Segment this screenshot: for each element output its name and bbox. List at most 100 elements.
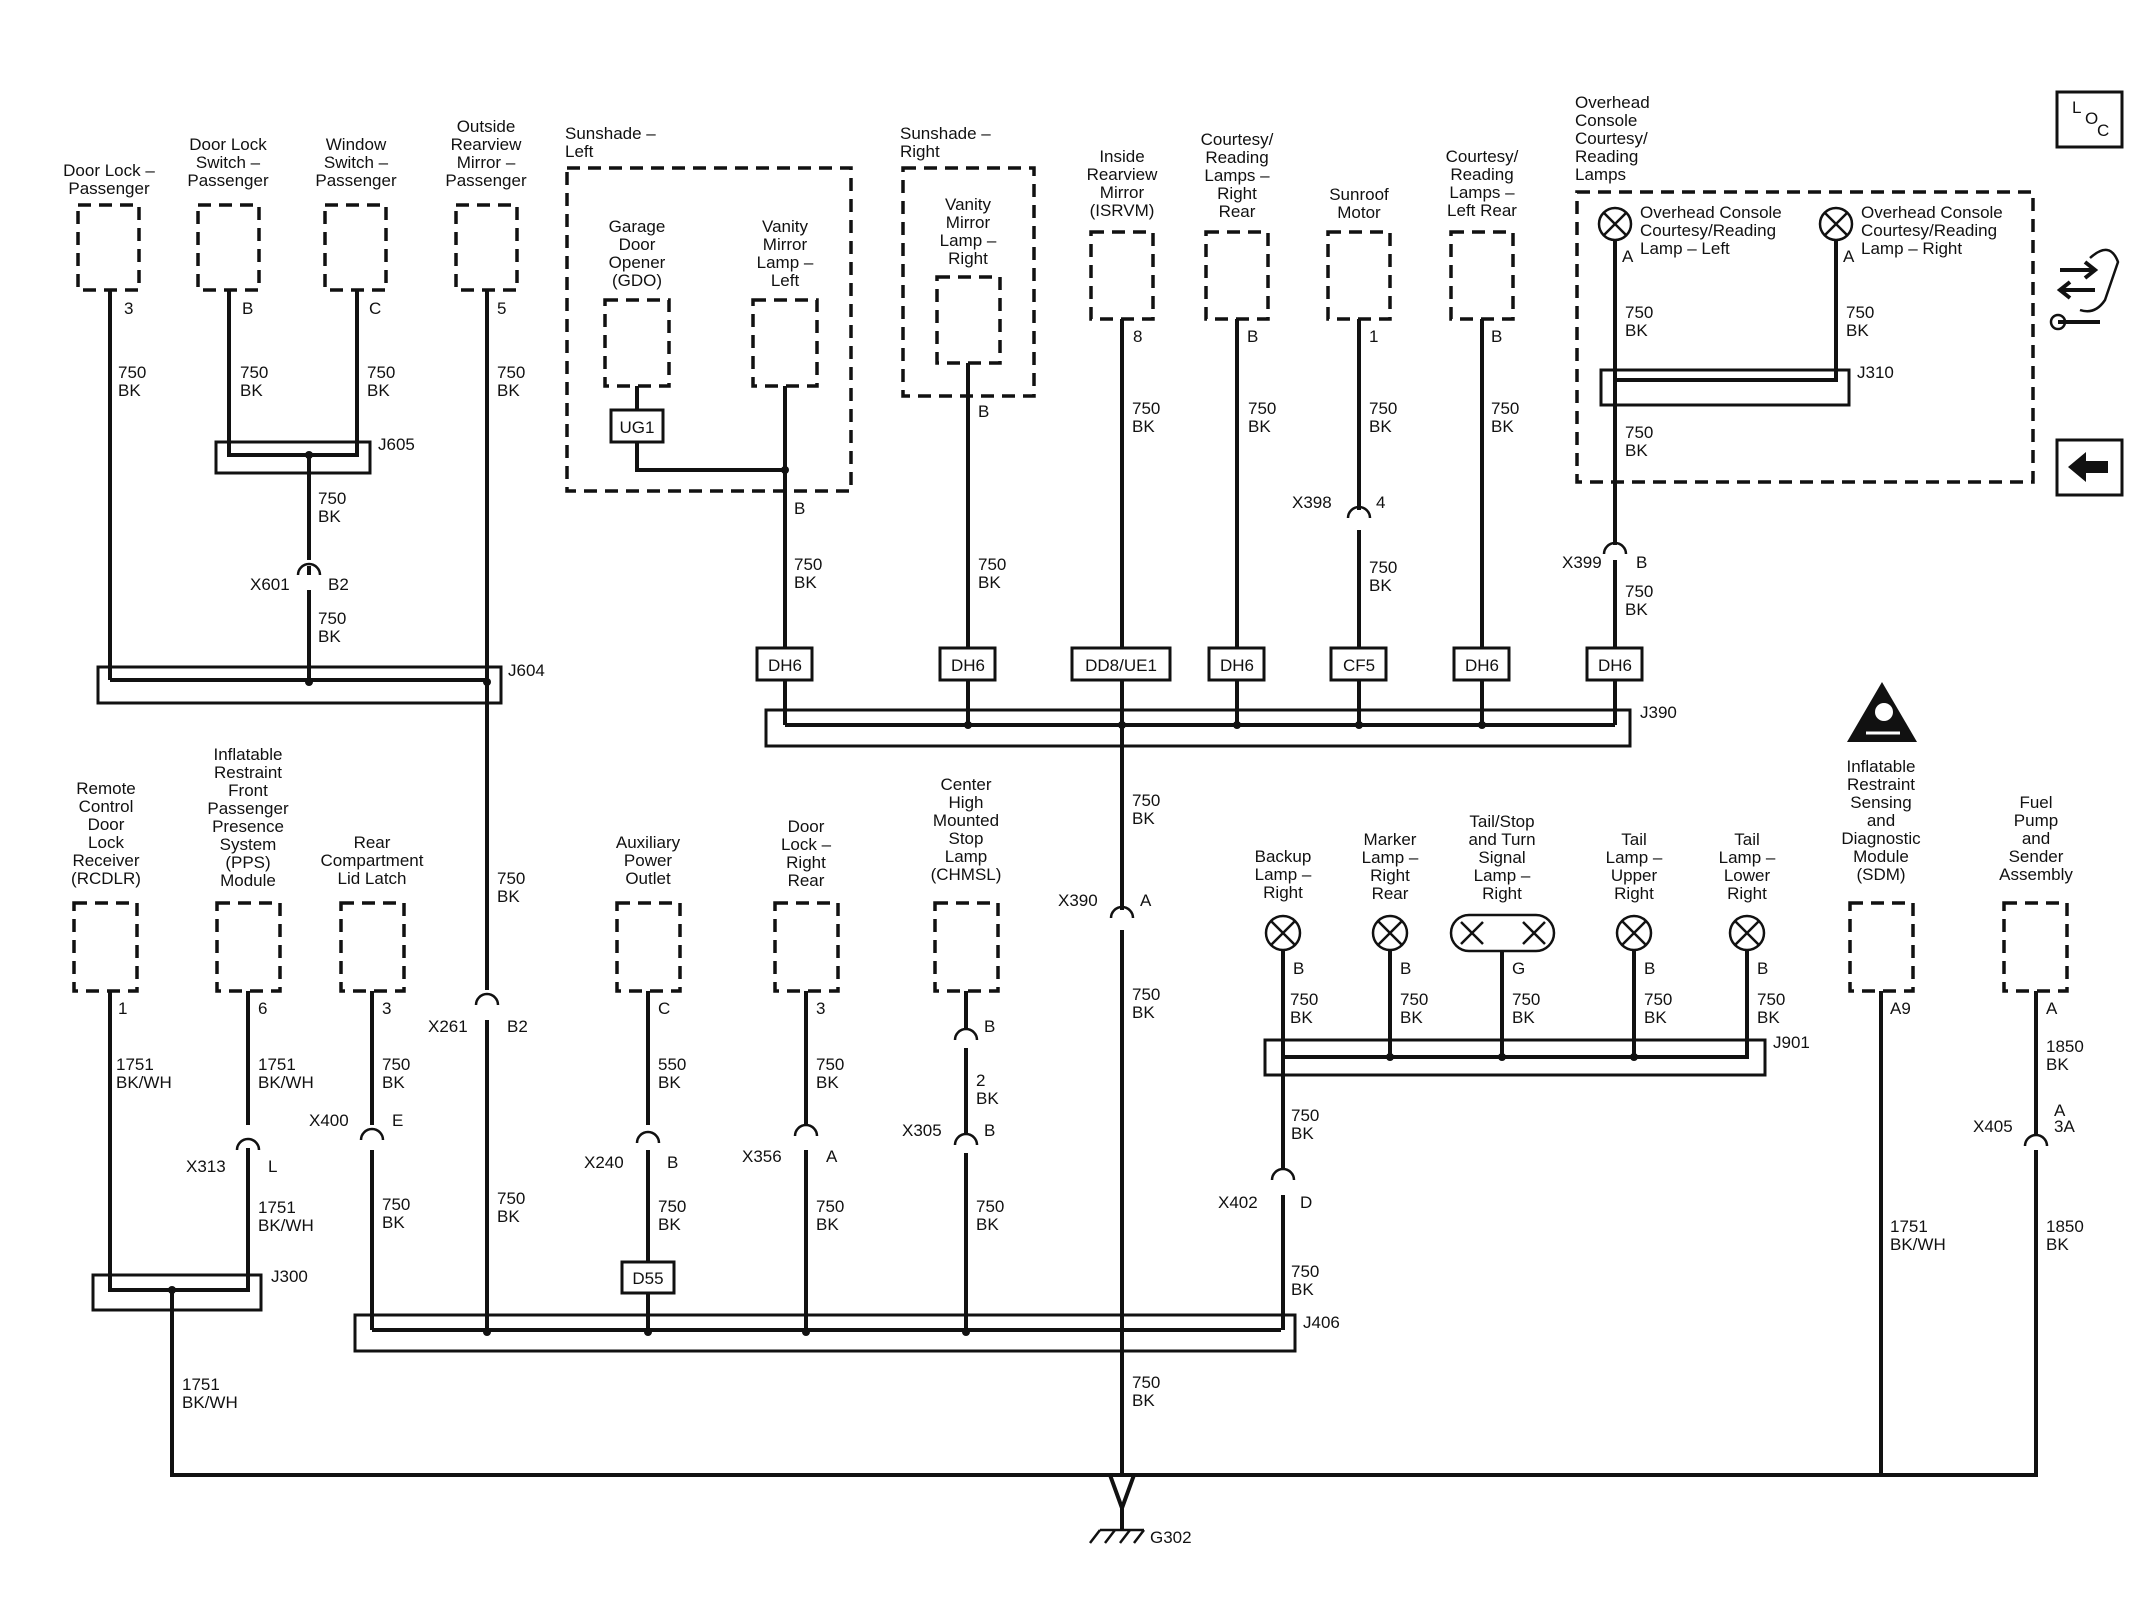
label-line: 550 [658,1055,686,1074]
label-line: BK [2046,1055,2069,1074]
label-line: BK [240,381,263,400]
pin-label: B [1400,959,1411,978]
label-line: Power [624,851,673,870]
label-line: Mirror [1100,183,1145,202]
svg-text:CF5: CF5 [1343,656,1375,675]
svg-text:DD8/UE1: DD8/UE1 [1085,656,1157,675]
label-line: BK [118,381,141,400]
label-line: Passenger [315,171,397,190]
connector-label: X390 [1058,891,1098,910]
option-dh6 [938,646,997,682]
label-line: Sunshade – [565,124,656,143]
component-view-icon[interactable] [2049,248,2120,331]
pin-label: C [658,999,670,1018]
label-line: 750 [978,555,1006,574]
splice-j605 [214,440,372,475]
pin-label: A9 [1890,999,1911,1018]
svg-text:DH6: DH6 [1220,656,1254,675]
loc-button[interactable]: L O C [2055,90,2124,149]
label-line: 750 [816,1055,844,1074]
label-line: BK/WH [258,1216,314,1235]
label-line: 1751 [116,1055,154,1074]
label-line: Lamps – [1449,183,1515,202]
label-line: (PPS) [225,853,270,872]
label-line: BK [658,1073,681,1092]
pin-label: B [794,499,805,518]
label-line: Mirror [763,235,808,254]
label-line: Lamp – [940,231,997,250]
label-line: BK [497,381,520,400]
label-line: Module [1853,847,1909,866]
label-line: Rear [1372,884,1409,903]
label-line: Receiver [72,851,139,870]
connector-label: X399 [1562,553,1602,572]
label-line: BK [1491,417,1514,436]
label-line: Rearview [1087,165,1159,184]
connector-pin: 3A [2054,1117,2075,1136]
label-line: Outlet [625,869,671,888]
label-line: (SDM) [1856,865,1905,884]
label-line: Lamp – [1719,848,1776,867]
label-line: BK [1625,441,1648,460]
pin-label: B [1757,959,1768,978]
label-line: 750 [1644,990,1672,1009]
label-line: Right [1482,884,1522,903]
pin-label: 3 [124,299,133,318]
connector-pin: A [1140,891,1152,910]
label-line: Passenger [68,179,150,198]
label-line: Lamps [1575,165,1626,184]
label-line: System [220,835,277,854]
label-line: Diagnostic [1841,829,1921,848]
label-line: Lamp – [757,253,814,272]
label-line: 750 [497,363,525,382]
label-line: 750 [1290,990,1318,1009]
label-line: BK [1132,417,1155,436]
label-line: Assembly [1999,865,2073,884]
label-line: BK [367,381,390,400]
svg-text:G302: G302 [1150,1528,1192,1547]
label-line: Door [88,815,125,834]
label-line: and [2022,829,2050,848]
label-line: BK [1132,809,1155,828]
label-line: Lamp [945,847,988,866]
label-line: 750 [658,1197,686,1216]
back-arrow-button[interactable] [2055,438,2124,497]
svg-text:DH6: DH6 [1598,656,1632,675]
label-line: 750 [1369,399,1397,418]
connector-label: X398 [1292,493,1332,512]
label-line: Garage [609,217,666,236]
label-line: BK [1132,1003,1155,1022]
svg-text:DH6: DH6 [768,656,802,675]
svg-text:D55: D55 [632,1269,663,1288]
label-line: Mirror – [457,153,516,172]
label-line: and Turn [1468,830,1535,849]
label-line: Overhead [1575,93,1650,112]
connector-label: X402 [1218,1193,1258,1212]
label-line: 750 [1625,423,1653,442]
label-line: Backup [1255,847,1312,866]
connector-label: X405 [1973,1117,2013,1136]
